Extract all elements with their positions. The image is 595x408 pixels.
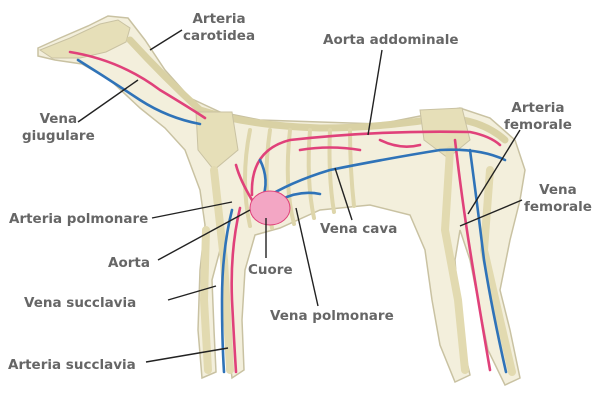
label-aorta: Aorta [108,255,150,272]
label-arteria-carotidea: Arteria carotidea [183,11,255,45]
label-arteria-polmonare: Arteria polmonare [9,211,148,228]
leader-arteria-carotidea [150,30,182,50]
label-vena-cava: Vena cava [320,221,397,238]
heart-organ [250,191,290,225]
label-arteria-femorale: Arteria femorale [504,100,572,134]
leader-vena-polmonare [296,208,318,306]
label-cuore: Cuore [248,262,293,279]
label-arteria-succlavia: Arteria succlavia [8,357,136,374]
label-vena-succlavia: Vena succlavia [24,295,136,312]
label-vena-polmonare: Vena polmonare [270,308,394,325]
label-vena-femorale: Vena femorale [524,182,592,216]
label-vena-giugulare: Vena giugulare [22,111,95,145]
label-aorta-addominale: Aorta addominale [323,32,459,49]
